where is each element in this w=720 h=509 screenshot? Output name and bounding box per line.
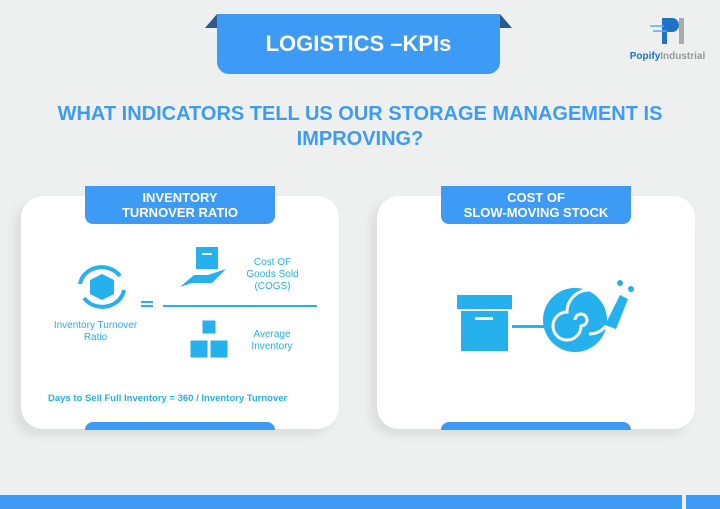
- logo: PopifyIndustrial: [625, 16, 710, 62]
- box-snail-icon: [457, 280, 634, 352]
- footer-bar: [0, 495, 682, 509]
- hand-box-icon: [180, 247, 226, 287]
- card-footer-bar: [441, 422, 631, 430]
- equals-sign: [141, 301, 153, 307]
- fraction-line: [163, 305, 317, 307]
- card-footer-bar: [85, 422, 275, 430]
- cogs-label: Cost OF Goods Sold (COGS): [246, 257, 299, 292]
- footer-bar-end: [686, 495, 720, 509]
- slow-moving-stock-card: [377, 196, 695, 429]
- question-heading: WHAT INDICATORS TELL US OUR STORAGE MANA…: [57, 103, 663, 150]
- average-inventory-label: Average Inventory: [251, 329, 293, 352]
- logo-icon: [649, 18, 684, 44]
- ratio-label: Inventory Turnover Ratio: [53, 320, 138, 343]
- inventory-turnover-card: [21, 196, 339, 429]
- page-title: LOGISTICS –KPIs: [205, 14, 512, 74]
- days-formula: Days to Sell Full Inventory = 360 / Inve…: [48, 393, 288, 404]
- turnover-cycle-icon: [78, 265, 126, 309]
- boxes-icon: [189, 319, 229, 359]
